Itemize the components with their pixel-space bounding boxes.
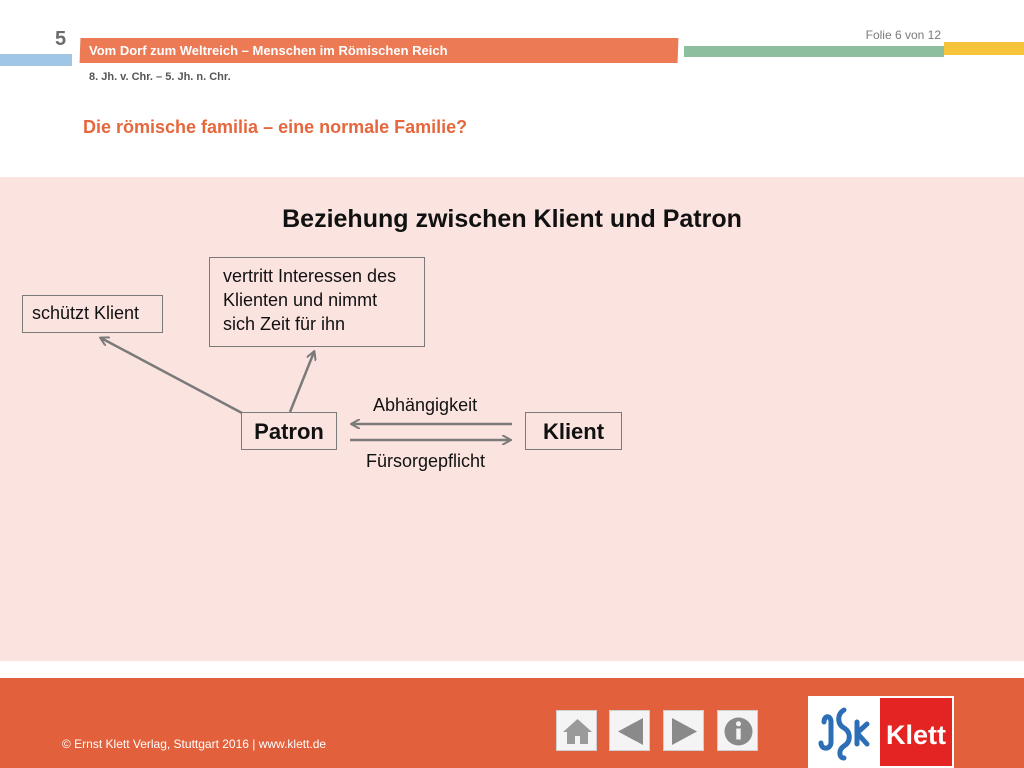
decor-band-yellow (944, 42, 1024, 55)
node-protects-klient: schützt Klient (22, 295, 163, 333)
info-button[interactable] (717, 710, 758, 751)
klett-logo-red-block: Klett (880, 698, 952, 766)
book-title: Vom Dorf zum Weltreich – Menschen im Röm… (89, 43, 448, 58)
klett-logo-text: Klett (886, 720, 946, 750)
decor-band-green (684, 46, 944, 57)
previous-icon (618, 718, 643, 745)
copyright-text: © Ernst Klett Verlag, Stuttgart 2016 | w… (62, 737, 327, 751)
previous-button[interactable] (609, 710, 650, 751)
decor-band-blue (0, 54, 72, 66)
footer-separator (0, 661, 1024, 678)
edge-label-duty-of-care: Fürsorgepflicht (366, 451, 486, 471)
klett-emblem-icon (818, 707, 870, 761)
arrow-patron-to-protects (101, 338, 243, 415)
topic-heading: Die römische familia – eine normale Fami… (83, 117, 468, 137)
arrow-patron-to-interests (288, 352, 314, 413)
time-period: 8. Jh. v. Chr. – 5. Jh. n. Chr. (89, 71, 231, 83)
node-interests-line-3: sich Zeit für ihn (223, 314, 346, 334)
edge-label-dependency: Abhängigkeit (373, 395, 478, 415)
home-icon (563, 719, 592, 744)
klett-logo[interactable]: Klett (808, 696, 954, 768)
diagram-arrows (0, 177, 512, 661)
footer-bar: © Ernst Klett Verlag, Stuttgart 2016 | w… (0, 678, 1024, 768)
chapter-number: 5 (55, 28, 67, 50)
next-button[interactable] (663, 710, 704, 751)
info-icon (724, 717, 753, 746)
home-button[interactable] (556, 710, 597, 751)
node-patron: Patron (241, 412, 337, 450)
next-icon (672, 718, 697, 745)
node-represents-interests: vertritt Interessen des Klienten und nim… (209, 257, 425, 347)
node-interests-line-1: vertritt Interessen des (223, 266, 397, 286)
content-panel: Beziehung zwischen Klient und Patron sch… (0, 177, 1024, 661)
diagram-title: Beziehung zwischen Klient und Patron (282, 205, 742, 233)
node-klient: Klient (525, 412, 622, 450)
slide-counter: Folie 6 von 12 (865, 28, 941, 42)
node-interests-line-2: Klienten und nimmt (223, 290, 378, 310)
